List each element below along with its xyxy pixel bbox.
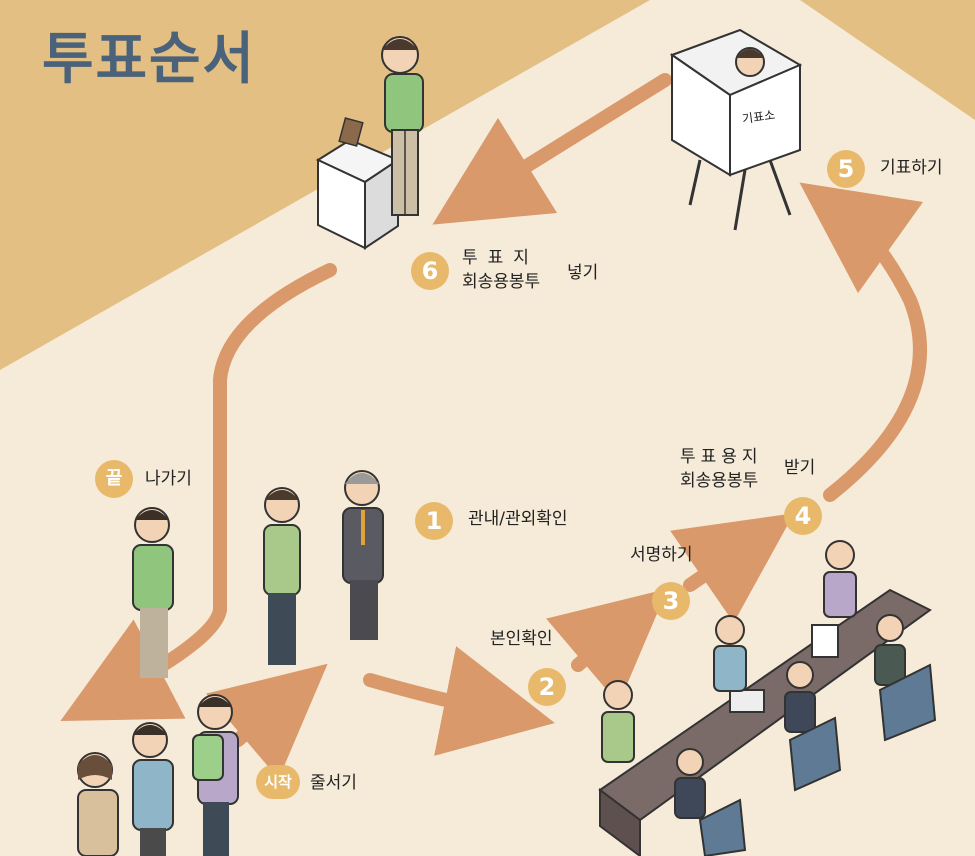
step-3-label: 서명하기 — [630, 545, 693, 565]
step-1-label: 관내/관외확인 — [468, 509, 568, 529]
arrow-2-to-3 — [546, 588, 668, 704]
arrow-6-to-end — [60, 263, 337, 721]
arrow-5-to-6 — [432, 73, 672, 225]
ballot-box-illustration — [315, 117, 401, 250]
start-badge: 시작 — [256, 765, 300, 799]
end-label: 나가기 — [145, 469, 192, 489]
step-4-badge: 4 — [784, 497, 822, 535]
end-badge: 끝 — [95, 460, 133, 498]
page-title: 투표순서 — [42, 27, 257, 92]
step-2-label: 본인확인 — [490, 629, 553, 649]
voter-at-ballot-box — [381, 36, 424, 216]
step-6-suffix: 넣기 — [567, 263, 599, 283]
arrow-1-to-2 — [363, 646, 555, 756]
step-1-badge: 1 — [415, 502, 453, 540]
step-6-line2: 회송용봉투 — [462, 272, 541, 292]
arrow-4-to-5 — [799, 182, 927, 502]
guide-officer-illustration — [263, 470, 384, 665]
step-5-badge: 5 — [827, 150, 865, 188]
voting-booth-illustration — [669, 28, 803, 231]
start-label: 줄서기 — [310, 773, 357, 793]
arrow-3-to-4 — [670, 513, 795, 623]
officials-table-illustration — [598, 540, 937, 856]
exiting-person-illustration — [132, 507, 174, 678]
step-4-line2: 회송용봉투 — [680, 471, 759, 491]
step-3-badge: 3 — [652, 582, 690, 620]
arrow-start-to-1 — [206, 663, 328, 779]
step-6-line1: 투표지 — [462, 248, 539, 268]
background-band-right — [800, 0, 975, 120]
step-6-badge: 6 — [411, 252, 449, 290]
queue-people-illustration — [77, 694, 239, 856]
step-2-badge: 2 — [528, 668, 566, 706]
step-5-label: 기표하기 — [880, 158, 943, 178]
step-4-suffix: 받기 — [784, 458, 816, 478]
step-4-line1: 투표용지 — [680, 447, 763, 467]
